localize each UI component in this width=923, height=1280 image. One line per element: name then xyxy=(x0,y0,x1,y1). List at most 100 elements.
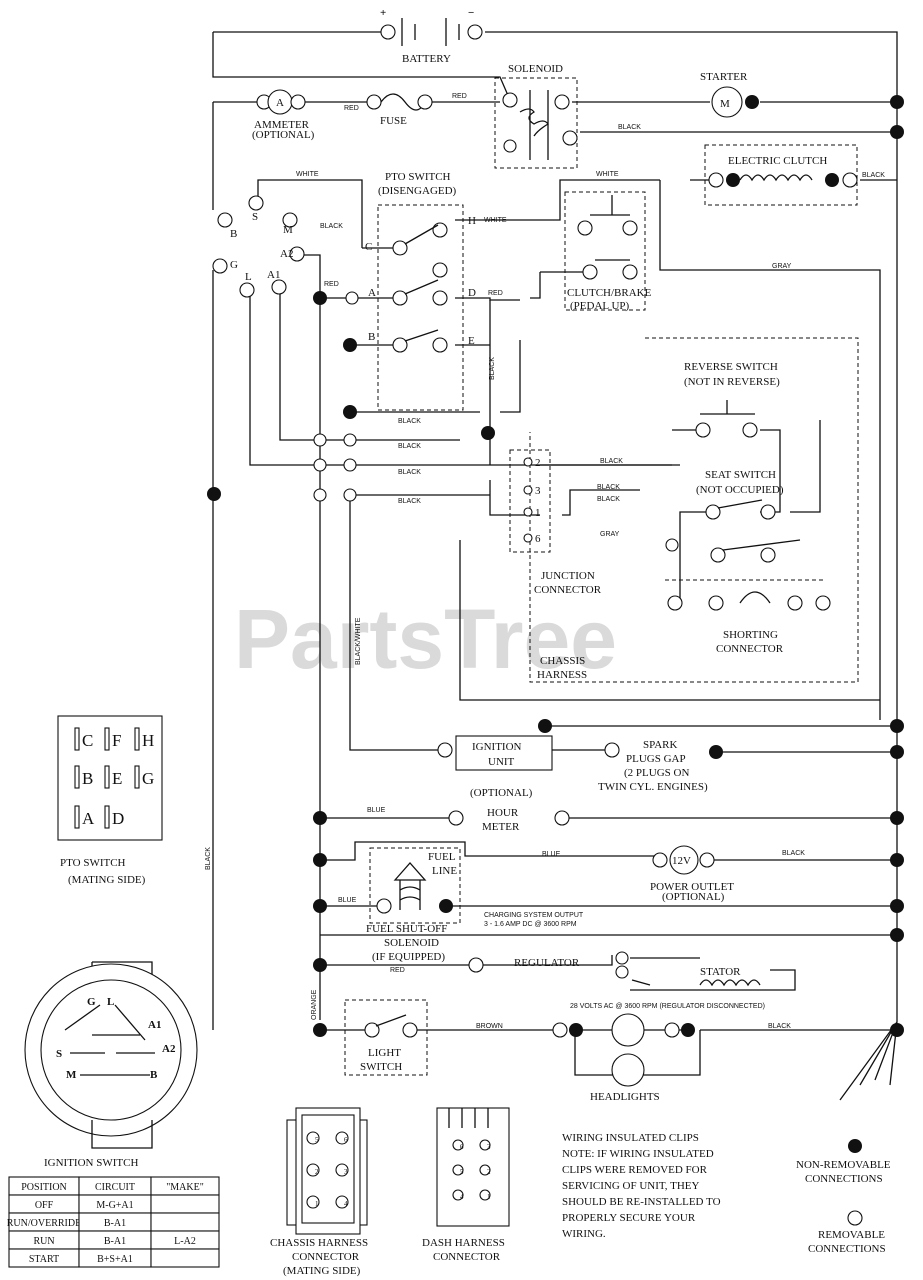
svg-text:(MATING SIDE): (MATING SIDE) xyxy=(283,1265,361,1277)
pto-pin xyxy=(104,805,110,829)
dash-pin xyxy=(479,1139,491,1151)
chassis-pin-label: 6 xyxy=(344,1136,348,1144)
table-cell-text: OFF xyxy=(35,1200,54,1211)
pto-pin-label: C xyxy=(82,731,93,750)
svg-text:PTO SWITCH: PTO SWITCH xyxy=(385,171,451,183)
svg-text:BLACK: BLACK xyxy=(597,484,620,491)
pto-pin xyxy=(74,727,80,751)
table-cell-text: "MAKE" xyxy=(166,1182,204,1193)
svg-text:D: D xyxy=(468,287,476,299)
dash-pin-label: 6 xyxy=(460,1143,464,1151)
pto-pin-label: H xyxy=(142,731,154,750)
svg-text:FUEL SHUT-OFF: FUEL SHUT-OFF xyxy=(366,923,447,935)
svg-text:METER: METER xyxy=(482,821,520,833)
clutch-brake-switch: CLUTCH/BRAKE (PEDAL UP) xyxy=(567,195,652,312)
svg-text:CHASSIS: CHASSIS xyxy=(540,655,585,667)
svg-text:(OPTIONAL): (OPTIONAL) xyxy=(252,129,315,141)
removable-dot-icon xyxy=(847,1210,863,1226)
table-cell-text: CIRCUIT xyxy=(95,1182,135,1193)
svg-text:RED: RED xyxy=(488,290,503,297)
svg-text:CLUTCH/BRAKE: CLUTCH/BRAKE xyxy=(567,287,652,299)
chassis-pin-label: 2 xyxy=(315,1168,319,1176)
ignition-switch-face: G L A1 A2 S M B IGNITION SWITCH xyxy=(24,961,198,1169)
svg-text:CONNECTOR: CONNECTOR xyxy=(292,1251,360,1263)
table-cell xyxy=(150,1212,220,1232)
svg-text:CONNECTOR: CONNECTOR xyxy=(534,584,602,596)
rail-connection-dots xyxy=(313,95,904,1037)
ignition-unit: IGNITION UNIT xyxy=(437,719,553,771)
svg-text:NOTE: IF WIRING INSULATED: NOTE: IF WIRING INSULATED xyxy=(562,1148,714,1160)
svg-text:3 - 1.6 AMP DC @ 3600 RPM: 3 - 1.6 AMP DC @ 3600 RPM xyxy=(484,921,577,928)
ammeter: A AMMETER (OPTIONAL) xyxy=(252,89,315,141)
svg-text:JUNCTION: JUNCTION xyxy=(541,570,595,582)
table-cell-text: START xyxy=(29,1254,59,1265)
ignition-terminals: S M B G L A1 A2 xyxy=(212,195,305,298)
svg-text:B: B xyxy=(150,1069,158,1081)
chassis-pin xyxy=(306,1163,320,1177)
svg-text:SPARK: SPARK xyxy=(643,739,678,751)
svg-text:GRAY: GRAY xyxy=(772,263,792,270)
svg-text:G: G xyxy=(230,259,238,271)
dash-pin xyxy=(452,1164,464,1176)
dash-pin-label: 2 xyxy=(487,1168,491,1176)
svg-text:ELECTRIC CLUTCH: ELECTRIC CLUTCH xyxy=(728,155,827,167)
svg-text:6: 6 xyxy=(535,533,541,545)
pto-pin-label: A xyxy=(82,809,95,828)
svg-text:S: S xyxy=(56,1048,62,1060)
svg-text:B: B xyxy=(230,228,237,240)
svg-text:+: + xyxy=(380,7,386,19)
svg-text:C: C xyxy=(365,241,372,253)
svg-text:HARNESS: HARNESS xyxy=(537,669,587,681)
battery: + − BATTERY xyxy=(380,7,483,65)
svg-text:STATOR: STATOR xyxy=(700,966,741,978)
svg-text:FUEL: FUEL xyxy=(428,851,456,863)
svg-text:(MATING SIDE): (MATING SIDE) xyxy=(68,874,146,886)
reverse-switch: REVERSE SWITCH (NOT IN REVERSE) xyxy=(684,361,780,438)
dash-pin-label: 1 xyxy=(487,1193,491,1201)
chassis-pin xyxy=(335,1163,349,1177)
dash-pin xyxy=(452,1189,464,1201)
svg-text:BLUE: BLUE xyxy=(367,807,386,814)
svg-text:E: E xyxy=(468,335,475,347)
svg-text:DASH HARNESS: DASH HARNESS xyxy=(422,1237,505,1249)
shorting-connector: SHORTING CONNECTOR xyxy=(667,591,831,655)
svg-text:PROPERLY SECURE YOUR: PROPERLY SECURE YOUR xyxy=(562,1212,696,1224)
svg-text:SHORTING: SHORTING xyxy=(723,629,778,641)
pto-pin xyxy=(134,727,140,751)
wire-labels: RED RED BLACK BLACK WHITE WHITE WHITE BL… xyxy=(205,93,885,1030)
svg-text:L: L xyxy=(107,996,114,1008)
pto-pin xyxy=(134,765,140,789)
svg-text:PTO SWITCH: PTO SWITCH xyxy=(60,857,126,869)
table-cell xyxy=(150,1248,220,1268)
svg-text:L: L xyxy=(245,271,252,283)
svg-text:AMMETER: AMMETER xyxy=(254,119,310,131)
battery-label: BATTERY xyxy=(402,53,451,65)
svg-text:BLACK/WHITE: BLACK/WHITE xyxy=(355,617,362,665)
svg-text:RED: RED xyxy=(324,281,339,288)
chassis-pin xyxy=(335,1131,349,1145)
table-cell-text: B-A1 xyxy=(104,1218,126,1229)
component-outlines xyxy=(344,77,859,1076)
svg-text:UNIT: UNIT xyxy=(488,756,515,768)
svg-text:WIRING INSULATED CLIPS: WIRING INSULATED CLIPS xyxy=(562,1132,699,1144)
table-cell-text: RUN/OVERRIDE xyxy=(7,1218,81,1229)
svg-text:BLUE: BLUE xyxy=(338,897,357,904)
seat-switch: SEAT SWITCH (NOT OCCUPIED) xyxy=(665,469,801,563)
svg-text:BLACK: BLACK xyxy=(768,1023,791,1030)
svg-text:BLACK: BLACK xyxy=(320,223,343,230)
svg-text:M: M xyxy=(66,1069,77,1081)
svg-text:CHASSIS HARNESS: CHASSIS HARNESS xyxy=(270,1237,368,1249)
power-outlet: 12V POWER OUTLET (OPTIONAL) xyxy=(650,845,734,903)
pto-pin xyxy=(74,805,80,829)
svg-text:(DISENGAGED): (DISENGAGED) xyxy=(378,185,457,197)
svg-text:SOLENOID: SOLENOID xyxy=(508,63,563,75)
svg-text:ORANGE: ORANGE xyxy=(311,989,318,1020)
svg-text:IGNITION: IGNITION xyxy=(472,741,522,753)
svg-text:SEAT SWITCH: SEAT SWITCH xyxy=(705,469,776,481)
svg-text:BLACK: BLACK xyxy=(398,443,421,450)
svg-text:1: 1 xyxy=(535,507,541,519)
pto-pin-label: B xyxy=(82,769,93,788)
